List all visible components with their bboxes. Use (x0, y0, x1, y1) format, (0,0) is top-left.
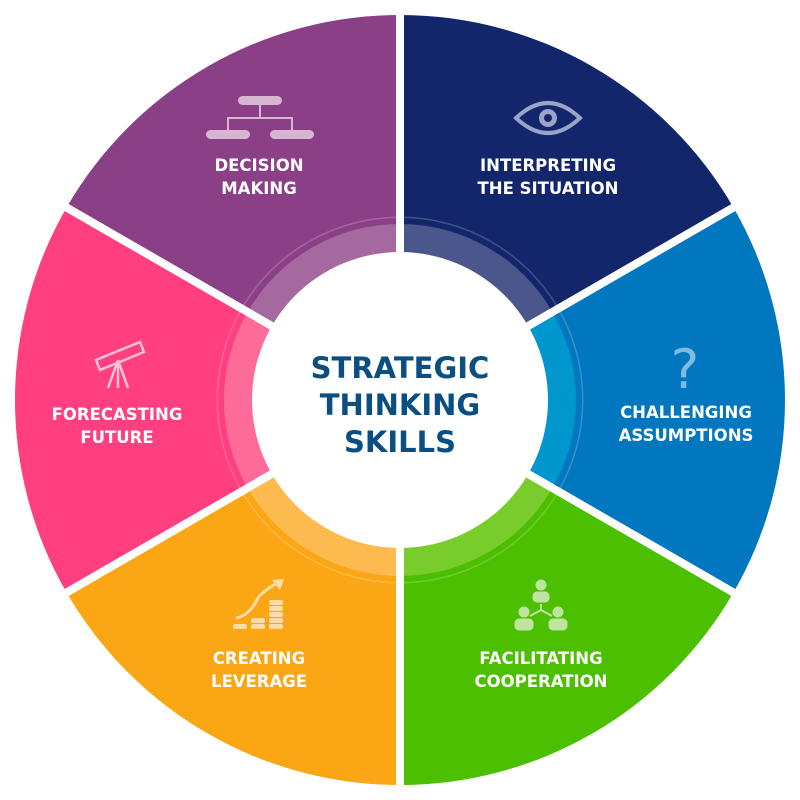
segment-label: DECISION (214, 156, 303, 175)
segment-inner-band (247, 474, 400, 576)
segment-interpreting-the-situation[interactable]: INTERPRETING THE SITUATION (478, 101, 619, 198)
segment-ring-line (241, 491, 400, 584)
center-title-line: SKILLS (344, 425, 456, 459)
segment-ring-line (216, 308, 243, 492)
segment-label: ASSUMPTIONS (619, 426, 754, 445)
segment-label: FORECASTING (52, 405, 183, 424)
segment-forecasting-future[interactable]: FORECASTING FUTURE (52, 340, 183, 447)
segment-wedge (400, 207, 786, 593)
segment-facilitating-cooperation[interactable]: FACILITATING COOPERATION (475, 579, 608, 691)
segment-decision-making[interactable]: DECISION MAKING (206, 96, 314, 198)
segment-creating-leverage[interactable]: CREATING LEVERAGE (211, 579, 307, 691)
segment-label: MAKING (221, 179, 296, 198)
hierarchy-icon (206, 96, 314, 139)
segment-ring-line (241, 216, 400, 309)
center-circle (252, 252, 548, 548)
segment-label: CREATING (213, 649, 305, 668)
eye-icon (513, 101, 583, 135)
question-mark-icon: ? (671, 338, 700, 401)
segment-wedge (15, 207, 401, 593)
center-title-line: THINKING (320, 388, 480, 422)
segment-label: FUTURE (80, 428, 153, 447)
segment-ring-line (557, 308, 584, 492)
segment-inner-band (400, 474, 553, 576)
segment-ring-line (400, 491, 559, 584)
segment-ring-line (400, 216, 559, 309)
segment-label: FACILITATING (479, 649, 602, 668)
segment-challenging-assumptions[interactable]: ? CHALLENGING ASSUMPTIONS (619, 338, 754, 445)
telescope-icon (94, 340, 146, 389)
segment-label: INTERPRETING (480, 156, 616, 175)
segment-label: THE SITUATION (478, 179, 619, 198)
segment-label: COOPERATION (475, 672, 608, 691)
center-title: STRATEGIC THINKING SKILLS (311, 351, 490, 459)
segment-label: CHALLENGING (620, 403, 752, 422)
segment-inner-band (247, 224, 400, 326)
segment-inner-band (224, 312, 272, 488)
growth-chart-icon (233, 579, 284, 629)
center-title-line: STRATEGIC (311, 351, 490, 385)
segment-label: LEVERAGE (211, 672, 307, 691)
team-icon (514, 579, 568, 631)
segment-inner-band (400, 224, 553, 326)
segment-inner-band (528, 312, 576, 488)
